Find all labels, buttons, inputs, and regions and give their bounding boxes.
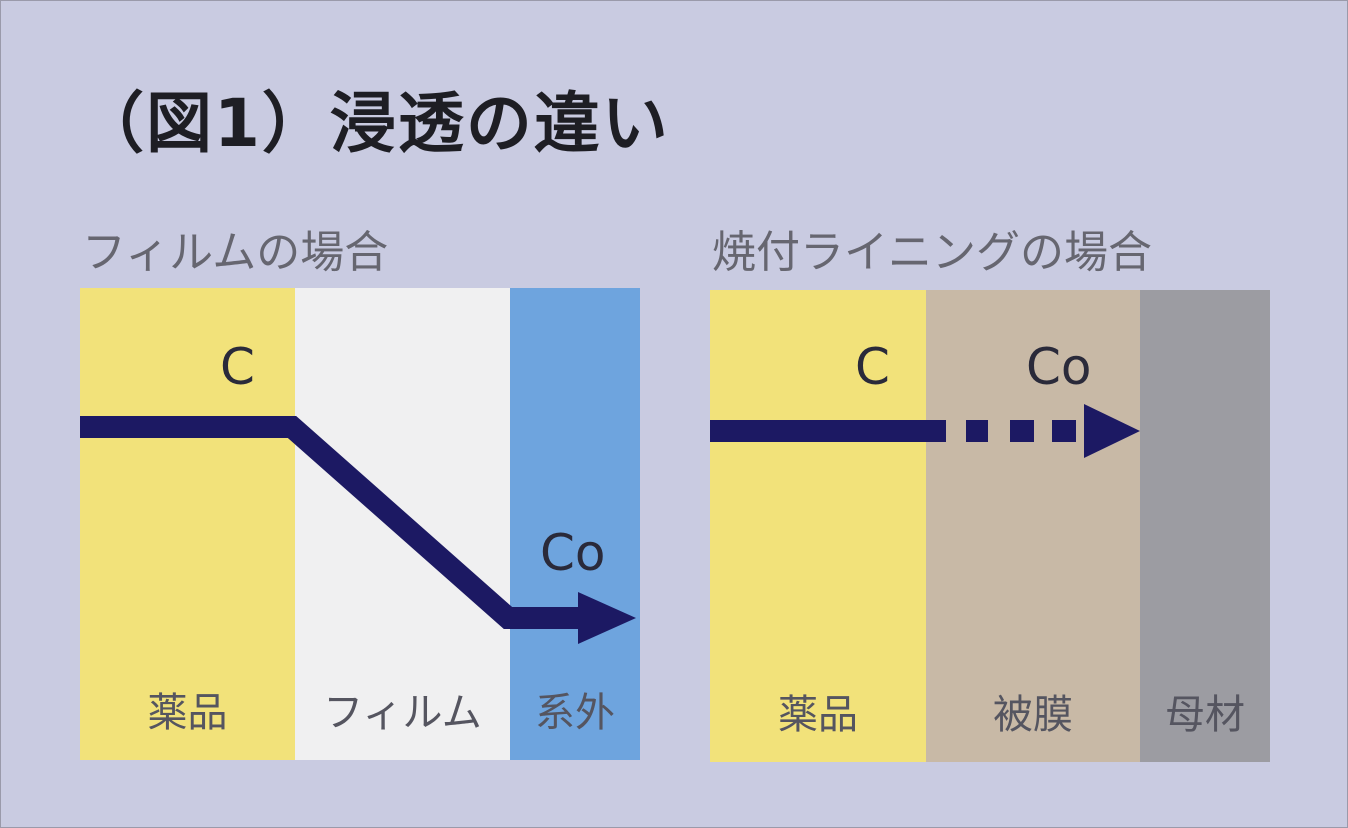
lining-base-layer: 母材 bbox=[1140, 290, 1270, 762]
film-c-label: C bbox=[220, 338, 255, 396]
film-outside-label: 系外 bbox=[535, 690, 615, 736]
lining-chemical-layer: 薬品 bbox=[710, 290, 926, 762]
film-chemical-layer: 薬品 bbox=[80, 288, 295, 760]
lining-co-label: Co bbox=[1026, 338, 1092, 396]
figure-title: （図1）浸透の違い bbox=[78, 85, 670, 162]
film-chemical-label: 薬品 bbox=[147, 690, 228, 736]
film-film-label: フィルム bbox=[323, 690, 482, 736]
lining-coating-label: 被膜 bbox=[993, 692, 1073, 738]
lining-coating-layer: 被膜 bbox=[926, 290, 1140, 762]
lining-c-label: C bbox=[855, 338, 890, 396]
film-film-layer: フィルム bbox=[295, 288, 510, 760]
film-co-label: Co bbox=[540, 524, 606, 582]
lining-base-label: 母材 bbox=[1165, 692, 1245, 738]
lining-panel-label: 焼付ライニングの場合 bbox=[712, 227, 1152, 278]
lining-chemical-label: 薬品 bbox=[778, 692, 858, 738]
film-panel-label: フィルムの場合 bbox=[82, 227, 389, 278]
